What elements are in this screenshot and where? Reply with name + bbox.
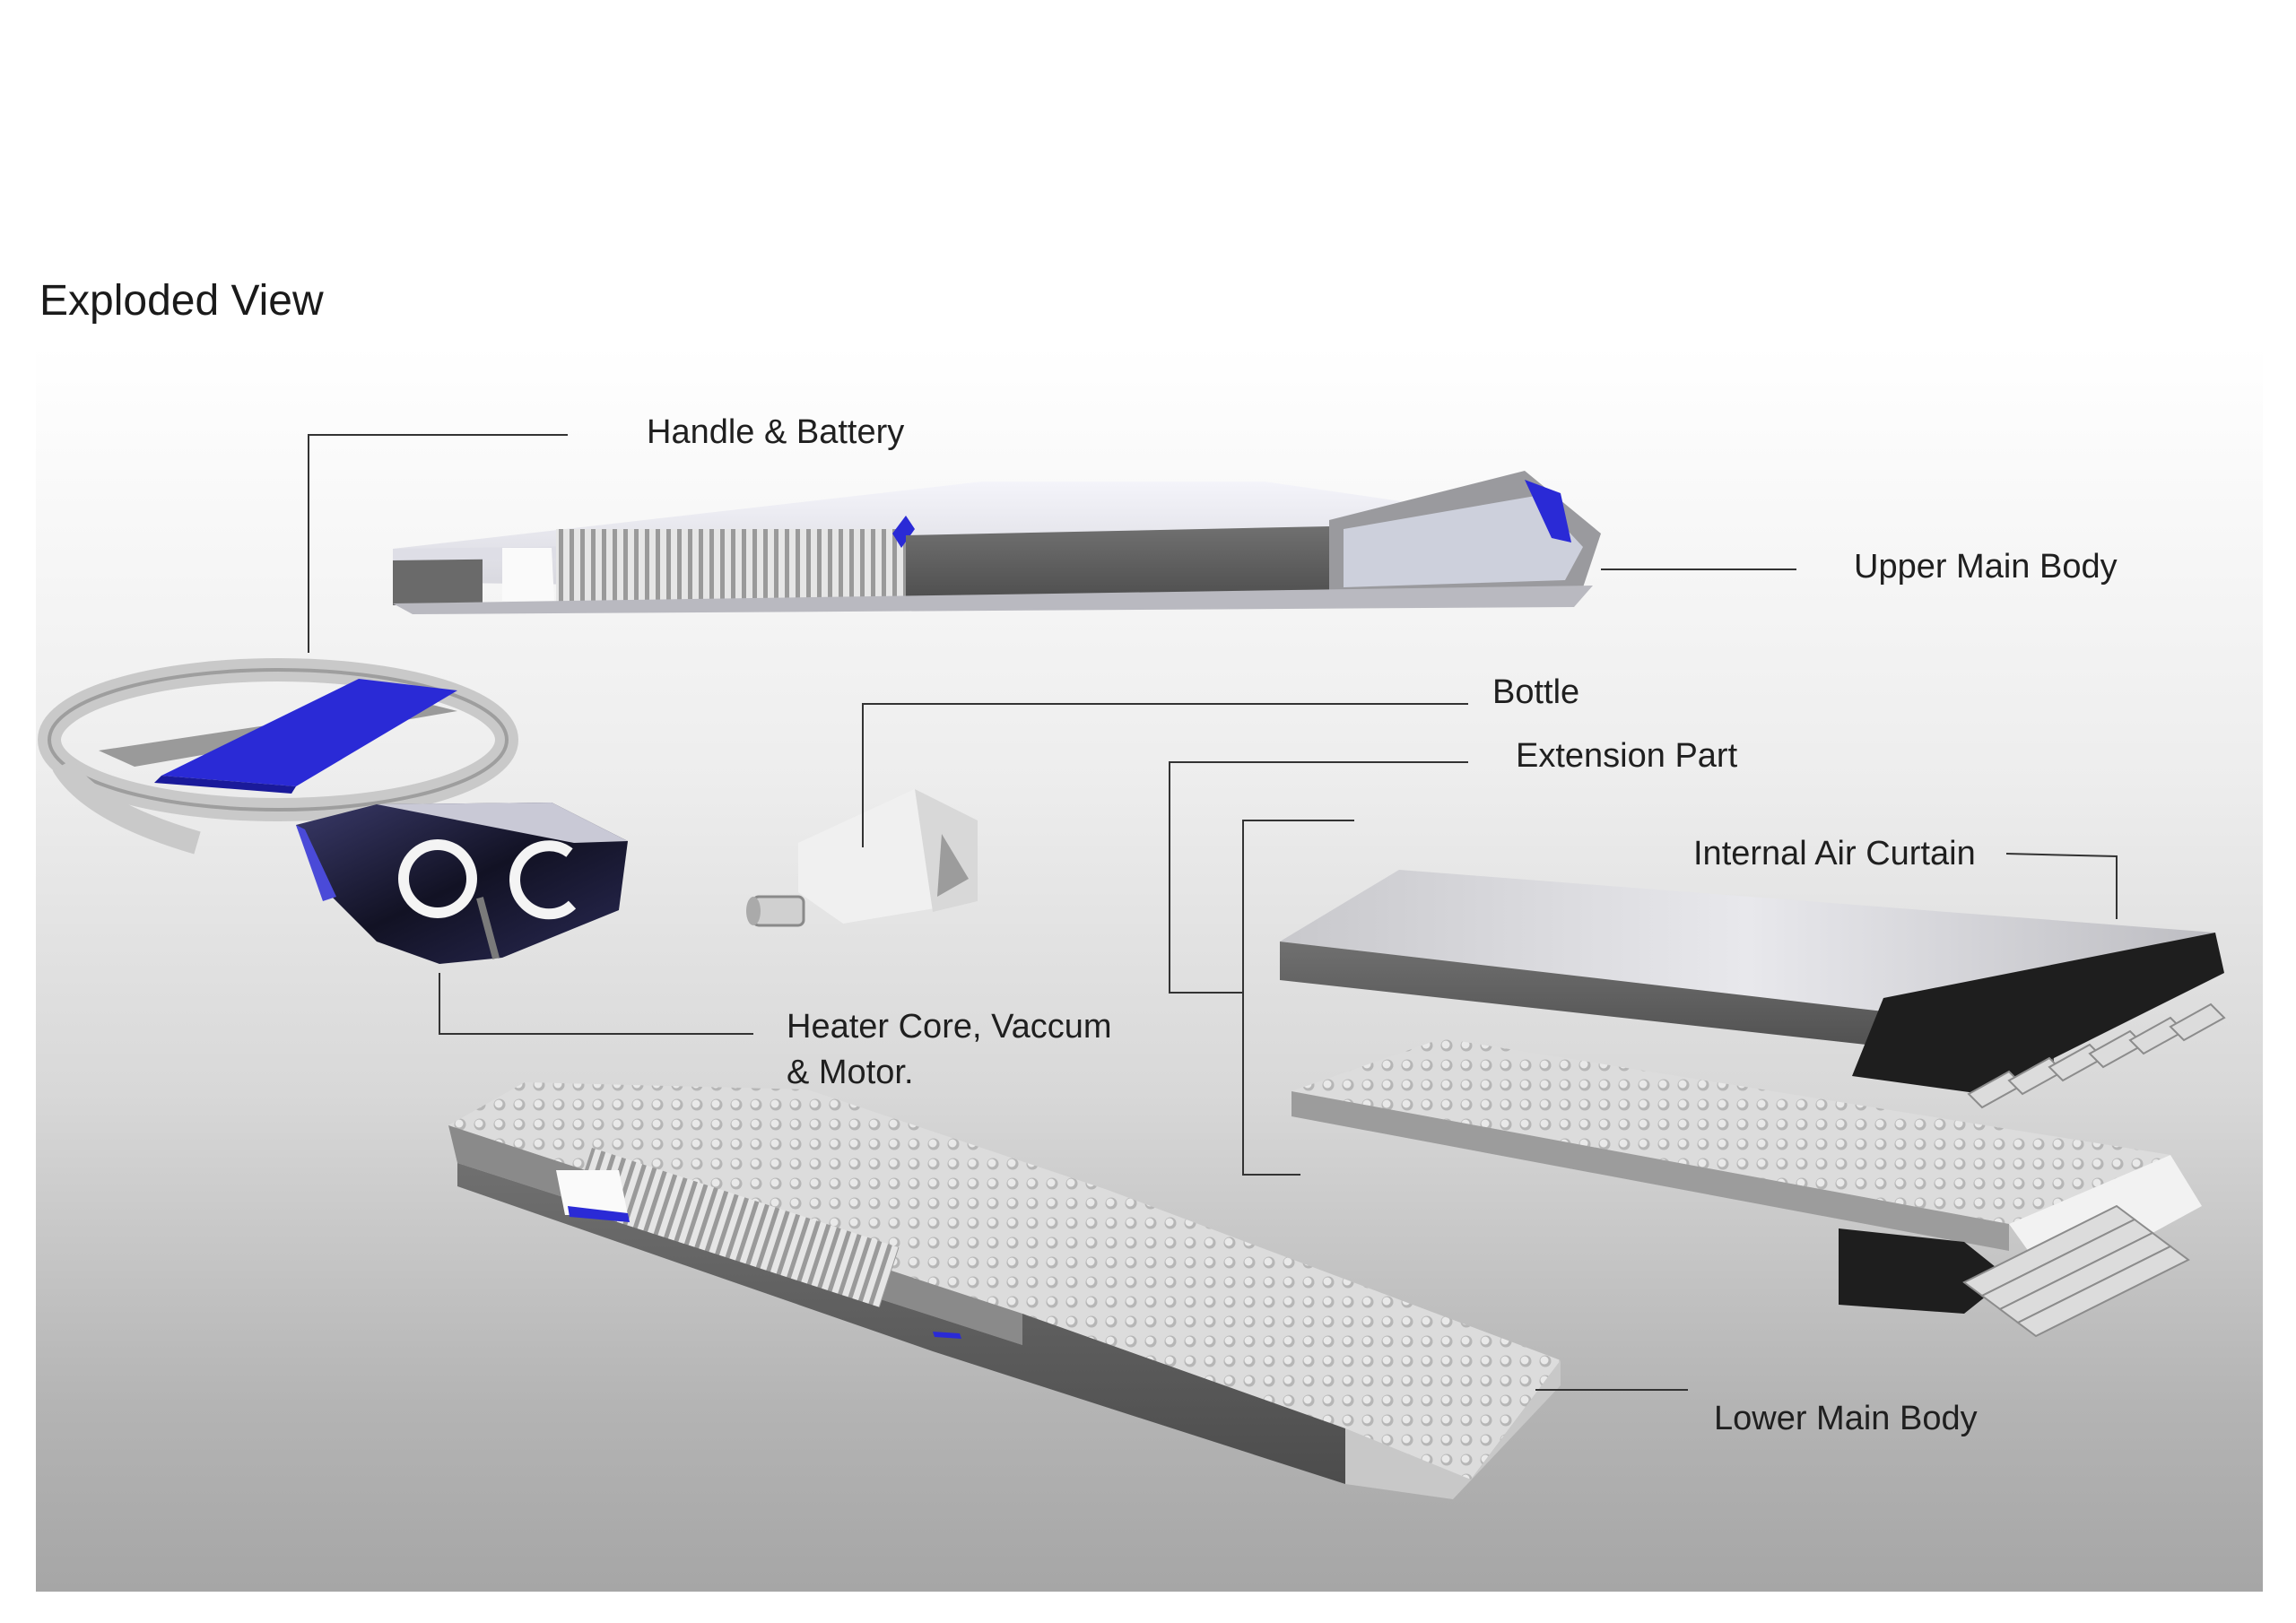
render-panel: Handle & Battery Upper Main Body Bottle … [36, 345, 2263, 1592]
leader-heater-core [439, 973, 753, 1035]
leader-handle-battery [308, 434, 568, 653]
leader-lines [308, 434, 2118, 1391]
leader-air-curtain-right [2005, 853, 2118, 919]
label-heater-core-line2: & Motor. [787, 1054, 914, 1092]
extension-part-render [1280, 870, 2226, 1109]
label-heater-core-line1: Heater Core, Vaccum [787, 1008, 1112, 1046]
page-title: Exploded View [39, 277, 324, 325]
label-lower-main-body: Lower Main Body [1714, 1400, 1978, 1437]
heater-core-motor-render [296, 803, 628, 964]
lower-main-body-render [448, 1082, 1561, 1499]
upper-main-body-render [393, 471, 1601, 614]
handle-battery-render [38, 658, 518, 855]
leader-extension-part [1169, 761, 1468, 994]
label-internal-air-curtain: Internal Air Curtain [1693, 835, 1976, 872]
leader-bottle [862, 703, 1468, 847]
leader-internal-air-curtain [1242, 820, 1354, 1176]
label-bottle: Bottle [1492, 673, 1580, 711]
label-upper-main-body: Upper Main Body [1854, 548, 2118, 586]
internal-air-curtain-render [1292, 1038, 2202, 1338]
label-heater-core-motor: Heater Core, Vaccum & Motor. [787, 1004, 1112, 1097]
label-handle-battery: Handle & Battery [647, 413, 905, 451]
label-extension-part: Extension Part [1516, 737, 1738, 775]
bottle-render [746, 789, 978, 927]
